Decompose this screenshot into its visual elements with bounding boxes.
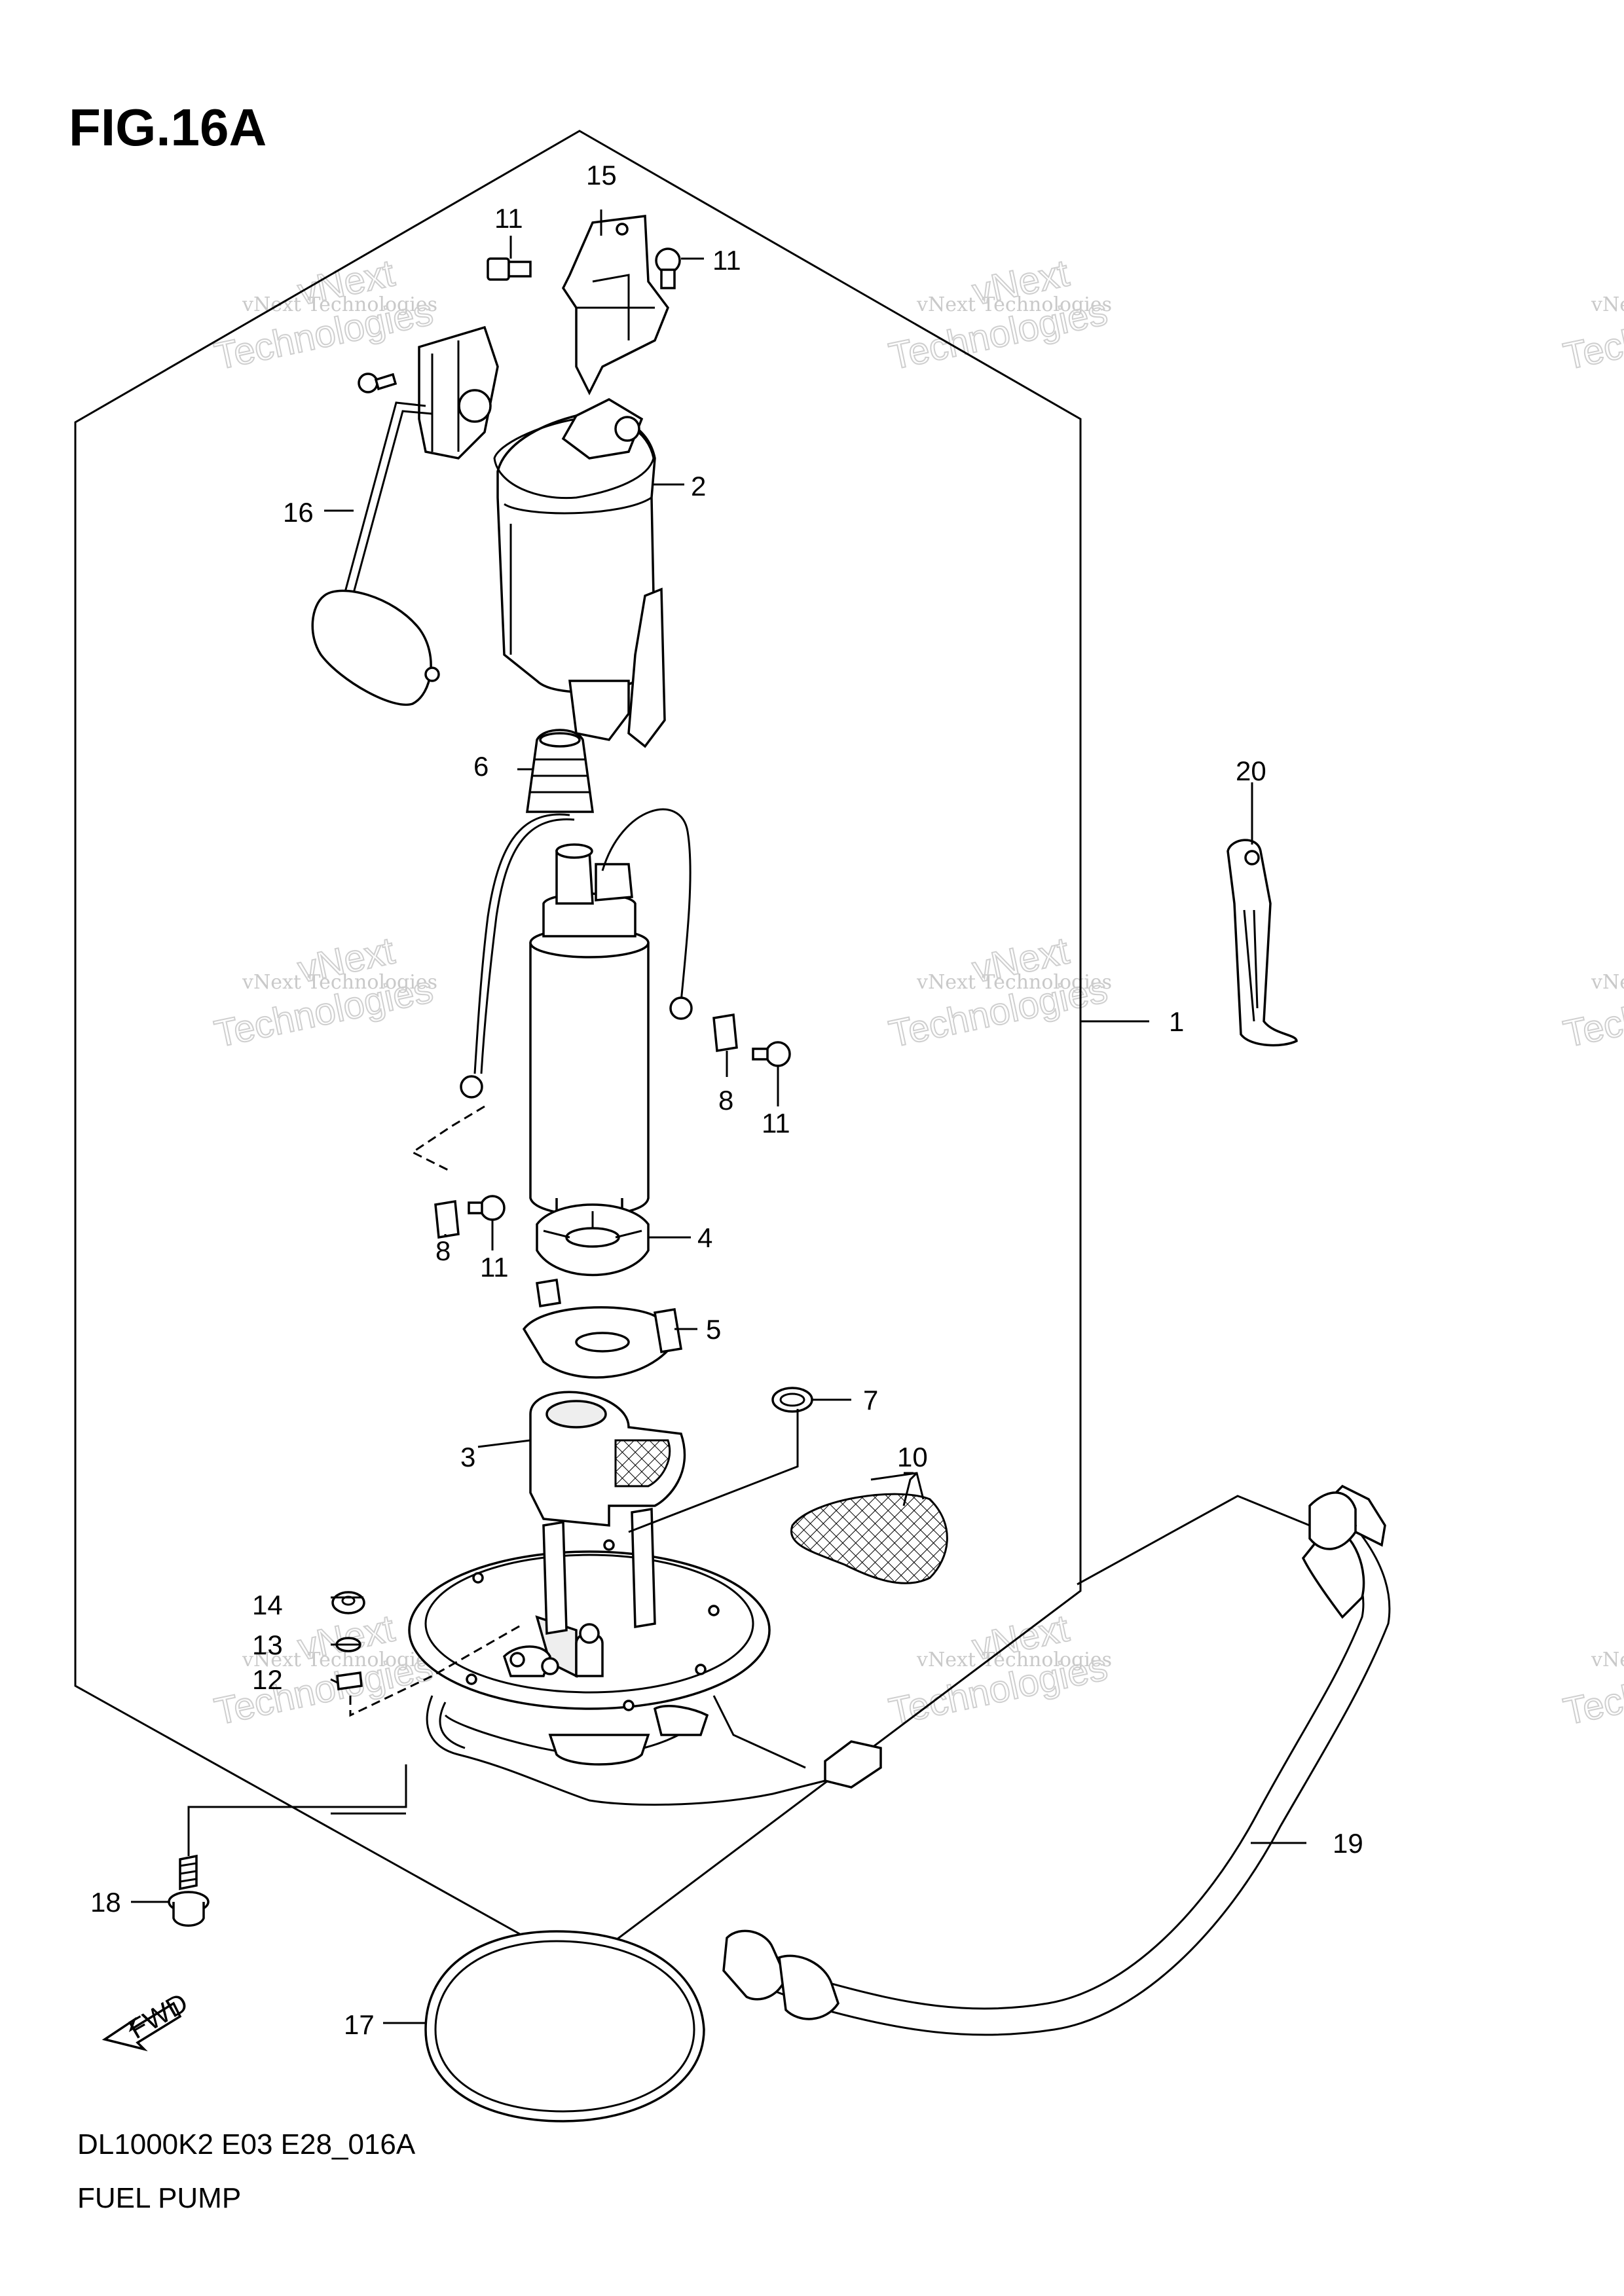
watermark-text: vNext Technologies [1591,293,1624,316]
part-15-bracket [561,215,669,395]
callout-8-right: 8 [718,1085,733,1116]
pump-base-flange [408,1507,882,1806]
callout-12: 12 [252,1664,283,1695]
callout-1: 1 [1169,1006,1184,1037]
leader-lines [131,210,1306,2024]
callout-2: 2 [691,471,706,501]
fwd-arrow-icon: FWD [101,1987,193,2052]
callout-7: 7 [863,1385,878,1415]
screw-11-left [358,373,397,393]
callout-15: 15 [586,160,617,191]
watermark-text: vNext Technologies [916,971,1112,994]
figure-code: DL1000K2 E03 E28_016A [77,2128,416,2160]
callout-19: 19 [1333,1828,1363,1859]
watermark-text: vNext Technologies [1591,971,1624,994]
watermark-text: vNext Technologies [1591,1649,1624,1671]
callout-10: 10 [897,1442,928,1472]
hose-leader [1077,1495,1310,1586]
part-3-fuel-strainer [529,1391,686,1527]
callout-3: 3 [460,1442,475,1472]
callout-labels: 1 2 3 4 5 6 7 8 8 10 11 11 11 11 12 13 1… [90,160,1363,2040]
part-7-o-ring [771,1387,813,1413]
figure-title: FIG.16A [69,98,267,156]
part-2-pump-housing [493,398,666,748]
screw-11-top-right [655,247,681,289]
callout-11-middle-right: 11 [762,1108,790,1139]
callout-20: 20 [1236,756,1266,786]
part-16-fuel-level-sender [311,325,499,706]
part-10-filter-pad [790,1493,948,1584]
callout-11-middle-left: 11 [480,1252,509,1283]
callout-11-top-right: 11 [712,245,741,276]
callout-18: 18 [90,1887,121,1918]
bolt-leader [187,1764,407,1856]
fuel-pump-motor [411,808,693,1233]
part-5-plate [522,1278,683,1379]
watermark-text: vNext Technologies [916,293,1112,316]
callout-8-left: 8 [435,1235,451,1266]
callout-5: 5 [706,1314,721,1345]
leader-dashed [349,1622,525,1717]
watermark-text: vNext Technologies [242,971,437,994]
part-18-bolt [168,1854,210,1927]
callout-14: 14 [252,1590,283,1620]
callout-6: 6 [473,751,489,782]
screw-11-top-left [487,257,532,281]
watermark-text: vNext Technologies [242,1649,437,1671]
clip-8-right [712,1013,738,1053]
watermark-text: vNext Technologies [916,1649,1112,1671]
clip-8-left [434,1199,460,1239]
callout-17: 17 [344,2009,375,2040]
part-14-nut [331,1591,365,1614]
part-17-gasket [424,1930,705,2123]
fwd-label: FWD [123,1987,193,2045]
screw-11-middle-right [752,1041,791,1067]
callout-4: 4 [697,1222,712,1253]
screw-11-middle-left [468,1195,506,1221]
part-20-hose-band [1227,839,1298,1047]
part-6-grommet [525,729,595,813]
callout-16: 16 [283,497,314,528]
part-4-holder [536,1203,650,1277]
part-12-bolt [336,1671,363,1690]
part-19-fuel-hose [722,1484,1391,2036]
callout-13: 13 [252,1630,283,1660]
watermark-text: vNext Technologies [242,293,437,316]
figure-name: FUEL PUMP [77,2182,241,2214]
callout-11-top: 11 [494,203,523,234]
